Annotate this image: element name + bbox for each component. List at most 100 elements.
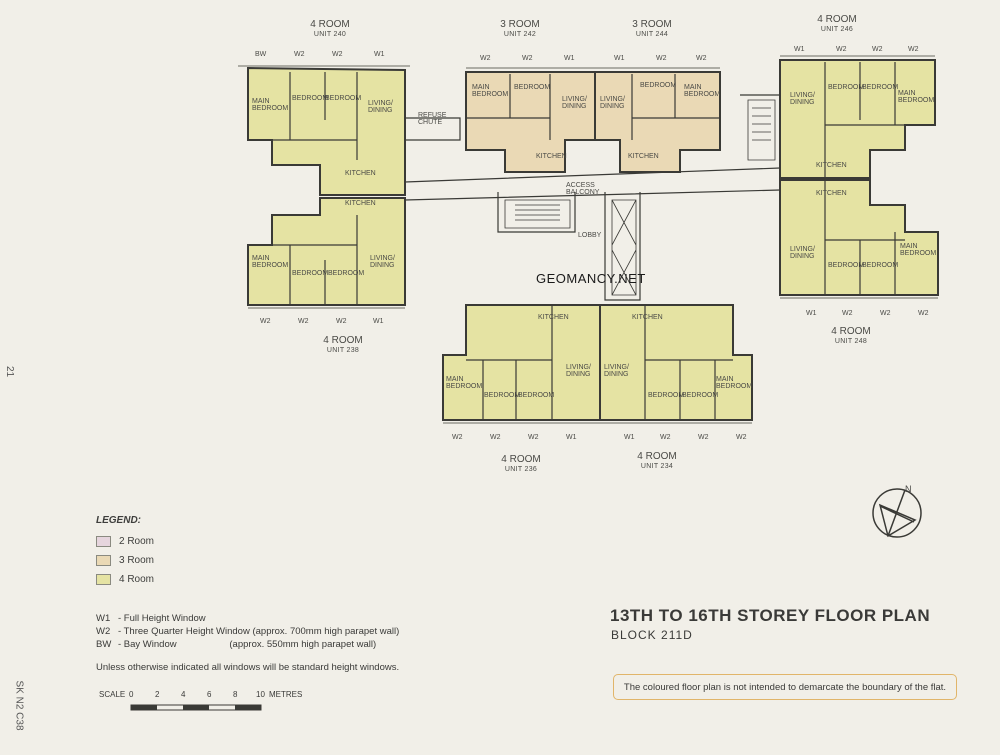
room-label-living-dining: LIVING/ DINING <box>566 364 591 378</box>
window-code-w1: W1 <box>374 51 385 58</box>
window-code-w1: W1 <box>373 318 384 325</box>
scale-bar <box>130 704 262 711</box>
room-label-kitchen: KITCHEN <box>632 314 663 321</box>
window-note: BW- Bay Window (approx. 550mm high parap… <box>96 639 377 650</box>
room-label-kitchen: KITCHEN <box>345 170 376 177</box>
room-label-main-bedroom: MAIN BEDROOM <box>252 98 289 112</box>
room-label-living-dining: LIVING/ DINING <box>604 364 629 378</box>
stair-lift-core <box>504 99 776 296</box>
plan-title: 13TH TO 16TH STOREY FLOOR PLAN <box>610 606 931 625</box>
room-label-living-dining: LIVING/ DINING <box>790 92 815 106</box>
room-label-bedroom: BEDROOM <box>862 262 899 269</box>
window-notes: W1- Full Height Window W2- Three Quarter… <box>96 612 399 651</box>
room-label-main-bedroom: MAIN BEDROOM <box>446 376 483 390</box>
room-label-bedroom: BEDROOM <box>328 270 365 277</box>
access-balcony-label: ACCESS BALCONY <box>566 182 600 196</box>
legend-swatch <box>96 536 111 547</box>
watermark: GEOMANCY.NET <box>536 271 646 286</box>
room-label-bedroom: BEDROOM <box>514 84 551 91</box>
room-label-kitchen: KITCHEN <box>536 153 567 160</box>
room-label-main-bedroom: MAIN BEDROOM <box>684 84 721 98</box>
window-code-w2: W2 <box>908 46 919 53</box>
window-code-w2: W2 <box>452 434 463 441</box>
window-code-w2: W2 <box>880 310 891 317</box>
room-label-main-bedroom: MAIN BEDROOM <box>252 255 289 269</box>
room-label-kitchen: KITCHEN <box>628 153 659 160</box>
unit-246-shape <box>779 59 936 179</box>
window-code-w2: W2 <box>260 318 271 325</box>
scale-tick: 6 <box>207 690 212 699</box>
window-code-w2: W2 <box>298 318 309 325</box>
legend-item-2-room: 2 Room <box>96 532 154 551</box>
room-label-bedroom: BEDROOM <box>828 84 865 91</box>
window-code-w2: W2 <box>656 55 667 62</box>
lobby-label: LOBBY <box>578 232 602 239</box>
room-label-kitchen: KITCHEN <box>345 200 376 207</box>
window-code-w2: W2 <box>842 310 853 317</box>
room-label-bedroom: BEDROOM <box>862 84 899 91</box>
room-label-main-bedroom: MAIN BEDROOM <box>472 84 509 98</box>
window-code-w2: W2 <box>696 55 707 62</box>
scale-tick: 10 <box>256 690 265 699</box>
window-code-w2: W2 <box>528 434 539 441</box>
legend: LEGEND: 2 Room 3 Room 4 Room <box>96 515 154 589</box>
room-label-bedroom: BEDROOM <box>292 270 329 277</box>
scale-tick: 2 <box>155 690 160 699</box>
room-label-kitchen: KITCHEN <box>538 314 569 321</box>
north-label: N <box>905 484 912 494</box>
window-code-w2: W2 <box>336 318 347 325</box>
room-label-main-bedroom: MAIN BEDROOM <box>716 376 753 390</box>
window-code-w2: W2 <box>918 310 929 317</box>
legend-swatch <box>96 574 111 585</box>
block-label: BLOCK 211D <box>611 628 693 642</box>
room-label-bedroom: BEDROOM <box>682 392 719 399</box>
unit-238-shape <box>247 197 406 306</box>
window-code-w2: W2 <box>736 434 747 441</box>
room-label-main-bedroom: MAIN BEDROOM <box>898 90 935 104</box>
room-label-bedroom: BEDROOM <box>640 82 677 89</box>
legend-item-3-room: 3 Room <box>96 551 154 570</box>
window-code-w2: W2 <box>332 51 343 58</box>
scale-tick: 0 <box>129 690 134 699</box>
room-label-living-dining: LIVING/ DINING <box>600 96 625 110</box>
window-code-w1: W1 <box>794 46 805 53</box>
window-code-w1: W1 <box>564 55 575 62</box>
window-code-w1: W1 <box>566 434 577 441</box>
unit-240-shape <box>247 66 406 196</box>
room-label-bedroom: BEDROOM <box>828 262 865 269</box>
standard-window-note: Unless otherwise indicated all windows w… <box>96 662 400 673</box>
room-label-living-dining: LIVING/ DINING <box>790 246 815 260</box>
room-label-bedroom: BEDROOM <box>292 95 329 102</box>
room-label-living-dining: LIVING/ DINING <box>370 255 395 269</box>
room-label-living-dining: LIVING/ DINING <box>368 100 393 114</box>
sheet-code: SK N2 C38 <box>13 680 25 731</box>
disclaimer-notice: The coloured floor plan is not intended … <box>613 674 957 700</box>
room-label-kitchen: KITCHEN <box>816 190 847 197</box>
window-code-w2: W2 <box>836 46 847 53</box>
room-label-bedroom: BEDROOM <box>325 95 362 102</box>
unit-236-shape <box>442 304 601 421</box>
room-label-kitchen: KITCHEN <box>816 162 847 169</box>
north-arrow-icon <box>872 488 922 538</box>
room-label-bedroom: BEDROOM <box>648 392 685 399</box>
scale-tick: 8 <box>233 690 238 699</box>
legend-item-4-room: 4 Room <box>96 570 154 589</box>
window-code-bw: BW <box>255 51 267 58</box>
refuse-chute-label: REFUSE CHUTE <box>418 112 447 126</box>
room-label-main-bedroom: MAIN BEDROOM <box>900 243 937 257</box>
legend-title: LEGEND: <box>96 515 141 526</box>
window-markers <box>238 55 938 424</box>
page-number: 21 <box>4 365 16 378</box>
scale-unit: METRES <box>269 690 303 699</box>
window-code-w1: W1 <box>624 434 635 441</box>
window-code-w2: W2 <box>490 434 501 441</box>
